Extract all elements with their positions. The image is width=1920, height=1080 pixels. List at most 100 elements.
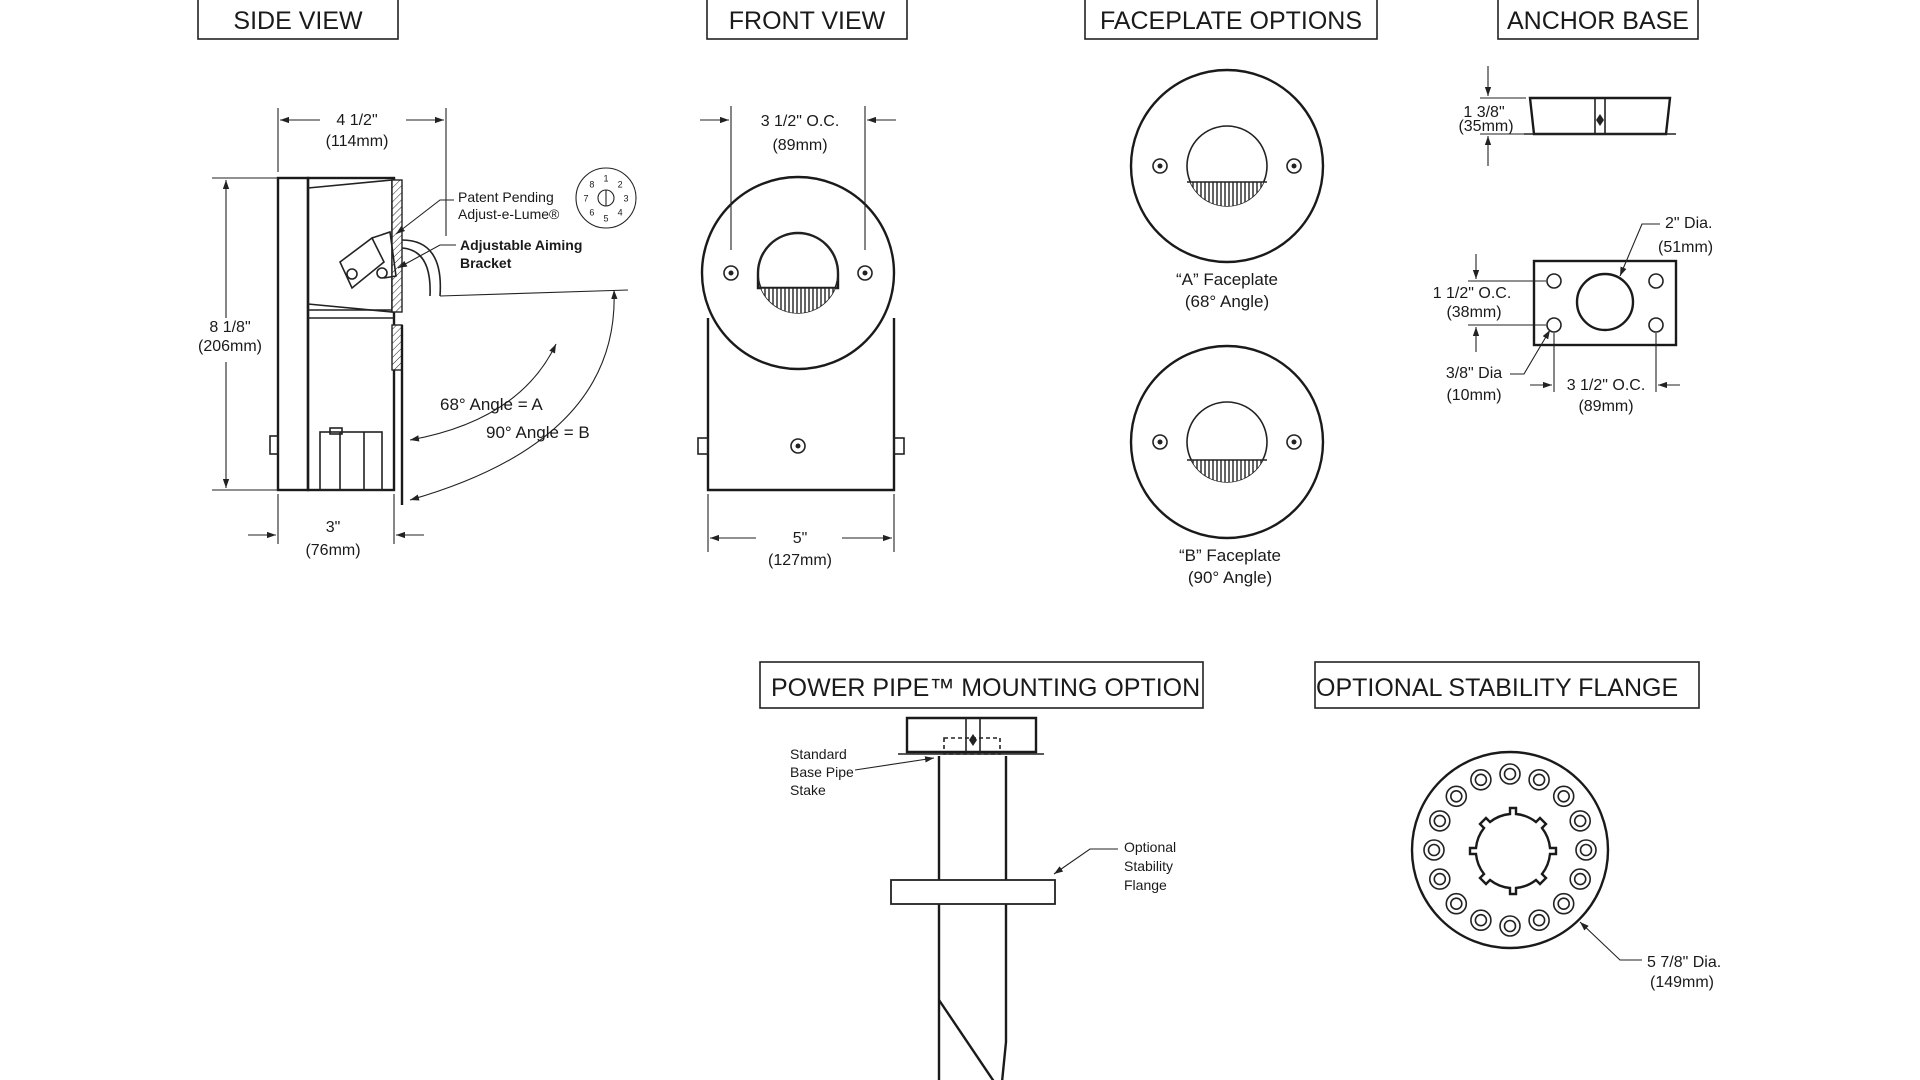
front-oc-in: 3 1/2" O.C.	[761, 113, 840, 130]
bolt-hole	[1433, 872, 1447, 886]
dial-number: 5	[603, 214, 608, 224]
svg-text:SIDE VIEW: SIDE VIEW	[233, 7, 363, 35]
svg-text:ANCHOR BASE: ANCHOR BASE	[1507, 7, 1689, 35]
bolt-hole	[1503, 919, 1517, 933]
dial-number: 1	[603, 174, 608, 184]
stake-label-1: Standard	[790, 746, 847, 762]
flange-bolt-holes	[1423, 763, 1597, 937]
bracket-label-1: Adjustable Aiming	[460, 237, 582, 253]
adjust-e-lume-dial-icon	[575, 167, 637, 229]
faceplate-a-label-1: “A” Faceplate	[1176, 270, 1278, 289]
bolt-hole	[1474, 773, 1488, 787]
stake-label-2: Base Pipe	[790, 764, 854, 780]
bolt-hole	[1569, 868, 1591, 890]
front-oc-mm: (89mm)	[772, 137, 827, 154]
flange-label-1: Optional	[1124, 839, 1176, 855]
dial-number: 8	[589, 179, 594, 189]
anchor-hole-in: 3/8" Dia	[1446, 365, 1502, 382]
bolt-hole	[1532, 773, 1546, 787]
bolt-hole	[1427, 843, 1441, 857]
bolt-hole	[1423, 839, 1445, 861]
anchor-hole-mm: (10mm)	[1446, 387, 1501, 404]
bolt-hole	[1474, 913, 1488, 927]
title-front-view: FRONT VIEW	[706, 0, 908, 40]
front-view-drawing: 3 1/2" O.C. (89mm) 5" (127mm)	[697, 106, 905, 569]
front-width-mm: (127mm)	[768, 552, 832, 569]
dial-number: 3	[623, 194, 628, 204]
bolt-hole	[1569, 810, 1591, 832]
flange-dia-in: 5 7/8" Dia.	[1647, 954, 1721, 971]
angle-a-label: 68° Angle = A	[440, 395, 543, 414]
stake-label-3: Stake	[790, 782, 826, 798]
front-width-in: 5"	[793, 530, 808, 547]
flange-label-3: Flange	[1124, 877, 1167, 893]
side-height-in: 8 1/8"	[209, 319, 250, 336]
flange-label-2: Stability	[1124, 858, 1173, 874]
dial-number: 7	[583, 194, 588, 204]
anchor-height-mm: (35mm)	[1458, 118, 1513, 135]
bracket-label-2: Bracket	[460, 255, 512, 271]
title-side-view: SIDE VIEW	[197, 0, 399, 40]
svg-text:FACEPLATE OPTIONS: FACEPLATE OPTIONS	[1100, 7, 1362, 35]
bolt-hole	[1445, 785, 1468, 808]
angle-b-label: 90° Angle = B	[486, 423, 590, 442]
bolt-hole	[1503, 767, 1517, 781]
dial-number: 2	[618, 179, 623, 189]
faceplate-a-label-2: (68° Angle)	[1185, 292, 1269, 311]
bolt-hole	[1499, 915, 1521, 937]
title-faceplate-options: FACEPLATE OPTIONS	[1084, 0, 1378, 40]
faceplate-a-drawing: “A” Faceplate (68° Angle)	[1129, 68, 1325, 311]
side-height-mm: (206mm)	[198, 338, 262, 355]
bolt-hole	[1445, 892, 1468, 915]
anchor-dia-mm: (51mm)	[1658, 239, 1713, 256]
bolt-hole	[1470, 768, 1492, 791]
patent-label-2: Adjust-e-Lume®	[458, 206, 560, 222]
bolt-hole	[1450, 897, 1463, 911]
anchor-base-side-drawing: 1 3/8" (35mm)	[1458, 66, 1676, 166]
bolt-hole	[1552, 892, 1575, 915]
bolt-hole	[1429, 810, 1451, 832]
bolt-hole	[1429, 868, 1451, 890]
title-stability-flange: OPTIONAL STABILITY FLANGE	[1314, 661, 1700, 709]
side-width-in: 4 1/2"	[336, 112, 377, 129]
anchor-dia-in: 2" Dia.	[1665, 215, 1712, 232]
anchor-oc-h-mm: (89mm)	[1578, 398, 1633, 415]
bolt-hole	[1557, 897, 1570, 911]
faceplate-b-label-1: “B” Faceplate	[1179, 546, 1281, 565]
bolt-hole	[1579, 843, 1593, 857]
bolt-hole	[1433, 814, 1447, 828]
flange-dia-mm: (149mm)	[1650, 974, 1714, 991]
dial-number: 6	[589, 208, 594, 218]
bolt-hole	[1557, 789, 1570, 803]
patent-label-1: Patent Pending	[458, 189, 554, 205]
faceplate-b-label-2: (90° Angle)	[1188, 568, 1272, 587]
side-depth-in: 3"	[326, 519, 341, 536]
svg-text:OPTIONAL STABILITY FLANGE: OPTIONAL STABILITY FLANGE	[1316, 674, 1678, 702]
bolt-hole	[1573, 872, 1587, 886]
dial-number: 4	[618, 208, 623, 218]
bolt-hole	[1573, 814, 1587, 828]
bolt-hole	[1450, 789, 1463, 803]
bolt-hole	[1575, 839, 1597, 861]
anchor-oc-v-in: 1 1/2" O.C.	[1433, 285, 1512, 302]
anchor-oc-v-mm: (38mm)	[1446, 304, 1501, 321]
side-width-mm: (114mm)	[326, 133, 389, 150]
stability-flange-drawing: 5 7/8" Dia. (149mm)	[1410, 750, 1721, 991]
anchor-base-top-drawing: 2" Dia. (51mm) 1 1/2" O.C. (38mm) 3/8" D…	[1433, 215, 1713, 415]
bolt-hole	[1528, 768, 1550, 791]
bolt-hole	[1532, 913, 1546, 927]
bolt-hole	[1552, 785, 1575, 808]
anchor-oc-h-in: 3 1/2" O.C.	[1567, 377, 1646, 394]
svg-text:POWER PIPE™ MOUNTING OPTION: POWER PIPE™ MOUNTING OPTION	[771, 674, 1200, 702]
bolt-hole	[1499, 763, 1521, 785]
title-power-pipe: POWER PIPE™ MOUNTING OPTION	[759, 661, 1204, 709]
bolt-hole	[1528, 909, 1550, 932]
svg-text:FRONT VIEW: FRONT VIEW	[729, 7, 886, 35]
bolt-hole	[1470, 909, 1492, 932]
side-depth-mm: (76mm)	[305, 542, 360, 559]
title-anchor-base: ANCHOR BASE	[1497, 0, 1699, 40]
faceplate-b-drawing: “B” Faceplate (90° Angle)	[1129, 344, 1325, 587]
